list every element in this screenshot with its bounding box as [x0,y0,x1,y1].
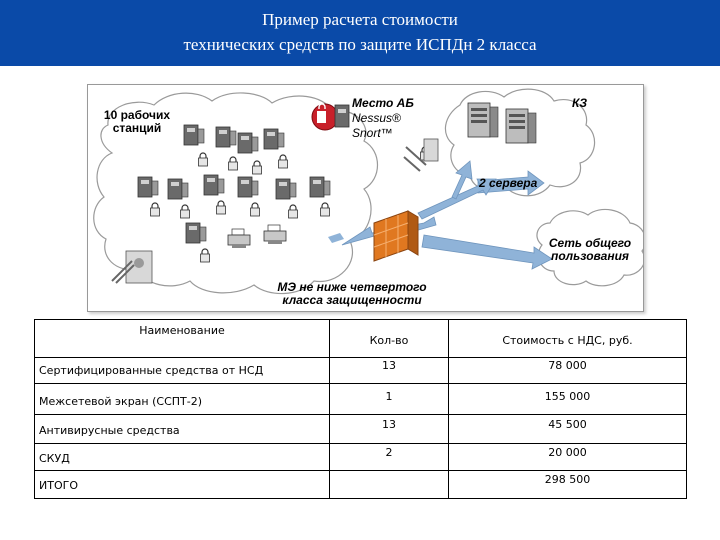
cloud-icon [93,92,378,295]
table-row: СКУД 2 20 000 [34,443,687,471]
table-cell: Антивирусные средства [34,414,330,444]
table-total-row: ИТОГО 298 500 [34,470,687,499]
admin-label: Место АБ [352,96,414,110]
connection-arrows [328,160,553,270]
table-header-price: Стоимость с НДС, руб. [448,319,687,358]
public-network-label: Сеть общего пользования [548,236,632,263]
table-cell: 78 000 [448,357,687,384]
cost-table: Наименование Кол-во Стоимость с НДС, руб… [34,319,687,499]
table-cell: СКУД [34,443,330,471]
table-header-qty: Кол-во [329,319,449,358]
table-cell: 13 [329,357,449,384]
table-cell: Межсетевой экран (ССПТ-2) [34,383,330,415]
table-cell: 13 [329,414,449,444]
table-cell: 45 500 [448,414,687,444]
table-row: Сертифицированные средства от НСД 13 78 … [34,357,687,384]
table-cell: 298 500 [448,470,687,499]
slide-title-line-2: технических средств по защите ИСПДн 2 кл… [183,35,537,54]
firewall-icon [373,210,419,262]
table-cell: 1 [329,383,449,415]
workstations-label: 10 рабочих станций [103,108,171,135]
table-row: Антивирусные средства 13 45 500 [34,414,687,444]
admin-icon [311,103,350,131]
table-header-row: Наименование Кол-во Стоимость с НДС, руб… [34,319,687,358]
table-cell [329,470,449,499]
slide-header: Пример расчета стоимости технических сре… [0,0,720,66]
table-cell: ИТОГО [34,470,330,499]
network-diagram: 10 рабочих станций Место АБ Nessus® Snor… [87,84,644,312]
slide-title-line-1: Пример расчета стоимости [262,10,458,29]
table-cell: Сертифицированные средства от НСД [34,357,330,384]
network-diagram-graphic [93,88,643,295]
table-cell: 155 000 [448,383,687,415]
table-cell: 2 [329,443,449,471]
snort-label: Snort™ [352,126,393,140]
table-row: Межсетевой экран (ССПТ-2) 1 155 000 [34,383,687,415]
table-header-name: Наименование [34,319,330,358]
firewall-label: МЭ не ниже четвертого класса защищенност… [277,280,427,307]
table-cell: 20 000 [448,443,687,471]
kz-label: КЗ [572,96,588,110]
servers-label: 2 сервера [479,176,538,190]
nessus-label: Nessus® [352,111,401,125]
keys-icon [111,138,439,284]
